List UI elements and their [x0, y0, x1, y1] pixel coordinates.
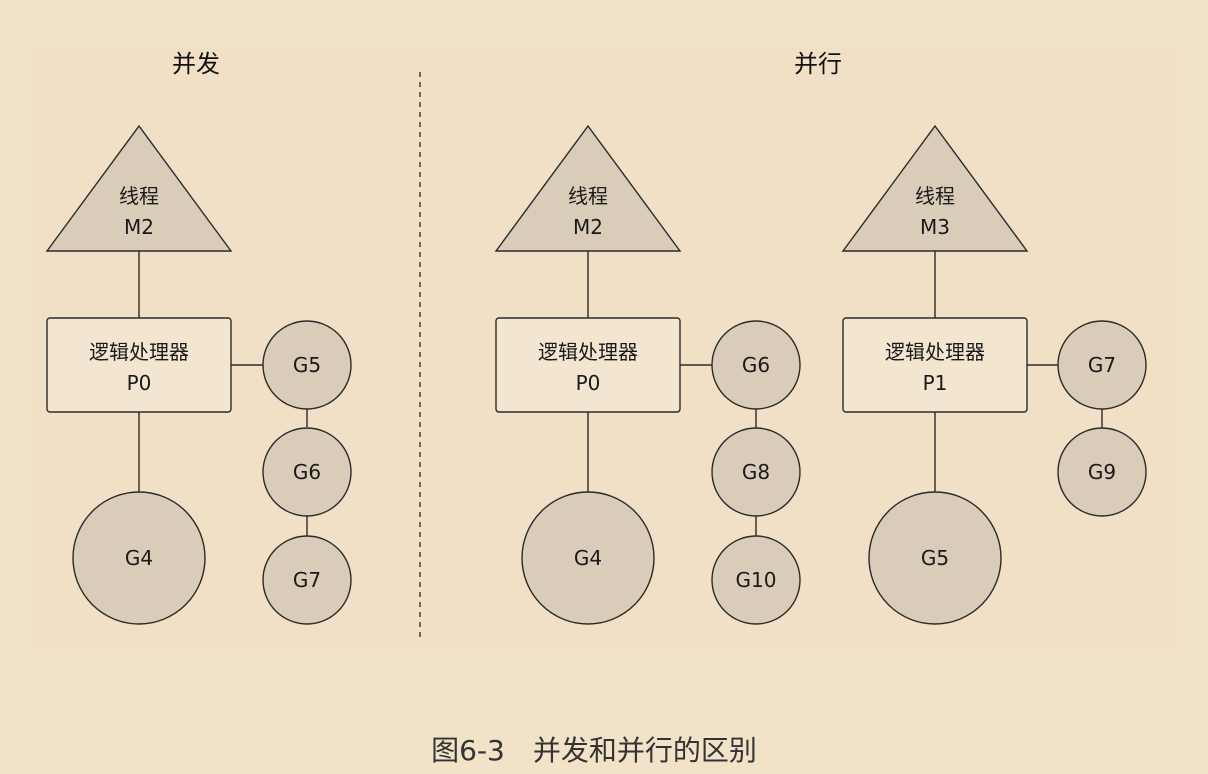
running-goroutine-label: G4: [125, 546, 153, 570]
processor-id: P0: [576, 371, 601, 395]
queued-goroutine: [1057, 427, 1147, 517]
thread-triangle: [494, 124, 682, 252]
running-goroutine: [868, 491, 1002, 625]
running-goroutine: [521, 491, 655, 625]
queued-goroutine-label: G7: [293, 568, 321, 592]
queued-goroutine-label: G5: [293, 353, 321, 377]
heading-parallel: 并行: [794, 50, 842, 78]
concurrency-group: 线程 M2 逻辑处理器 P0 G4 G5 G6 G7: [45, 124, 352, 625]
thread-triangle: [45, 124, 233, 252]
queued-goroutine: [262, 535, 352, 625]
processor-label: 逻辑处理器: [538, 340, 638, 364]
thread-label: 线程: [119, 184, 159, 208]
thread-id: M2: [124, 215, 154, 239]
queued-goroutine: [1057, 320, 1147, 410]
logical-processor-box: [46, 317, 232, 413]
queued-goroutine-label: G7: [1088, 353, 1116, 377]
queued-goroutine-label: G8: [742, 460, 770, 484]
queued-goroutine: [711, 427, 801, 517]
running-goroutine-label: G4: [574, 546, 602, 570]
processor-label: 逻辑处理器: [885, 340, 985, 364]
running-goroutine: [72, 491, 206, 625]
processor-label: 逻辑处理器: [89, 340, 189, 364]
queued-goroutine-label: G6: [742, 353, 770, 377]
thread-id: M3: [920, 215, 950, 239]
thread-triangle: [841, 124, 1029, 252]
queued-goroutine-label: G6: [293, 460, 321, 484]
parallel-group-m2: 线程 M2 逻辑处理器 P0 G4 G6 G8 G10: [494, 124, 801, 625]
processor-id: P0: [127, 371, 152, 395]
queued-goroutine: [711, 320, 801, 410]
parallel-group-m3: 线程 M3 逻辑处理器 P1 G5 G7 G9: [841, 124, 1147, 625]
queued-goroutine-label: G9: [1088, 460, 1116, 484]
thread-label: 线程: [568, 184, 608, 208]
running-goroutine-label: G5: [921, 546, 949, 570]
thread-label: 线程: [915, 184, 955, 208]
queued-goroutine: [711, 535, 801, 625]
queued-goroutine: [262, 427, 352, 517]
processor-id: P1: [923, 371, 948, 395]
figure-caption: 图6-3 并发和并行的区别: [431, 734, 757, 767]
queued-goroutine-label: G10: [736, 568, 777, 592]
logical-processor-box: [842, 317, 1028, 413]
queued-goroutine: [262, 320, 352, 410]
thread-id: M2: [573, 215, 603, 239]
logical-processor-box: [495, 317, 681, 413]
heading-concurrency: 并发: [172, 50, 220, 78]
